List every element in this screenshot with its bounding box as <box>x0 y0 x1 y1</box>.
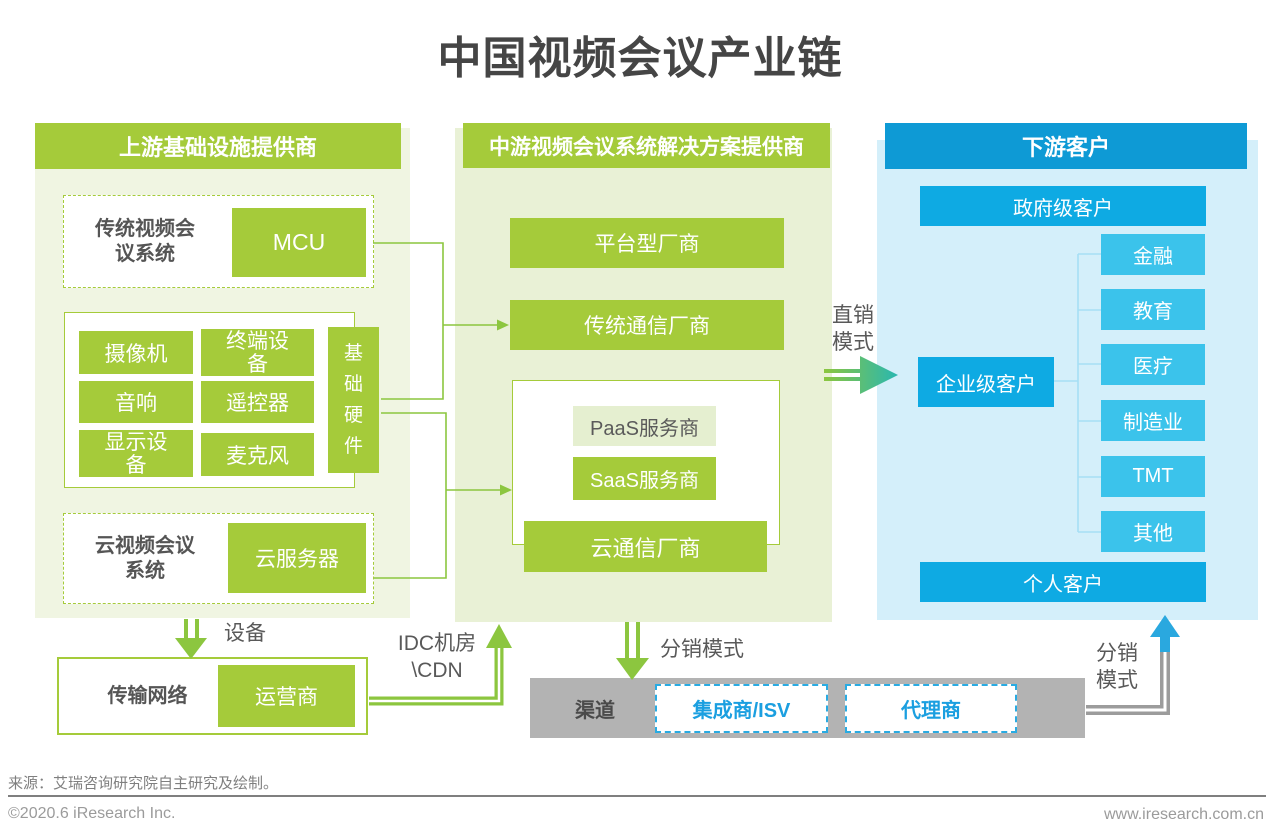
industry-box-tmt: TMT <box>1101 456 1205 497</box>
distribution-arrow-label-right: 分销 模式 <box>1096 642 1138 692</box>
hardware-item-audio: 音响 <box>79 381 193 423</box>
industry-box-manufacturing: 制造业 <box>1101 400 1205 441</box>
distribution-down-arrow <box>625 622 640 660</box>
mcu-box: MCU <box>232 208 366 277</box>
platform-vendor-box: 平台型厂商 <box>510 218 784 268</box>
telecom-vendor-box: 传统通信厂商 <box>510 300 784 350</box>
agent-box: 代理商 <box>845 684 1017 733</box>
hardware-base-label: 基础硬件 <box>343 343 363 457</box>
integrator-isv-box: 集成商/ISV <box>655 684 828 733</box>
traditional-system-label: 传统视频会 议系统 <box>95 218 195 265</box>
industry-box-other: 其他 <box>1101 511 1205 552</box>
downstream-header: 下游客户 <box>885 123 1247 169</box>
midstream-header: 中游视频会议系统解决方案提供商 <box>463 123 830 168</box>
hardware-base-label-box: 基础硬件 <box>328 327 379 473</box>
footer-divider <box>8 795 1266 797</box>
enterprise-box: 企业级客户 <box>918 357 1054 407</box>
upstream-header: 上游基础设施提供商 <box>35 123 401 169</box>
personal-box: 个人客户 <box>920 562 1206 602</box>
idc-arrow-label: IDC机房 \CDN <box>397 632 477 682</box>
footer-copyright: ©2020.6 iResearch Inc. <box>8 805 176 822</box>
hardware-item-remote: 遥控器 <box>201 381 314 423</box>
cloud-system-label: 云视频会议 系统 <box>95 535 195 582</box>
government-box: 政府级客户 <box>920 186 1206 226</box>
page-title: 中国视频会议产业链 <box>437 34 843 83</box>
saas-box: SaaS服务商 <box>573 457 716 500</box>
cloud-server-box: 云服务器 <box>228 523 366 593</box>
industry-box-medical: 医疗 <box>1101 344 1205 385</box>
hardware-item-mic: 麦克风 <box>201 433 314 476</box>
footer-website: www.iresearch.com.cn <box>1103 806 1264 823</box>
device-down-arrow <box>184 619 199 640</box>
transmission-label: 传输网络 <box>107 684 188 707</box>
direct-arrow-label: 直销 模式 <box>832 304 874 354</box>
device-arrow-label: 设备 <box>224 622 266 645</box>
paas-box: PaaS服务商 <box>573 406 716 446</box>
distribution-arrow-label-mid: 分销模式 <box>660 638 744 661</box>
hardware-item-terminal: 终端设 备 <box>201 329 314 376</box>
footer-source: 来源：艾瑞咨询研究院自主研究及绘制。 <box>8 775 279 792</box>
industry-box-education: 教育 <box>1101 289 1205 330</box>
hardware-item-camera: 摄像机 <box>79 331 193 374</box>
carrier-box: 运营商 <box>218 665 355 727</box>
industry-box-finance: 金融 <box>1101 234 1205 275</box>
channel-label: 渠道 <box>575 699 615 722</box>
cloud-comm-box: 云通信厂商 <box>524 521 767 572</box>
hardware-item-display: 显示设 备 <box>79 430 193 477</box>
